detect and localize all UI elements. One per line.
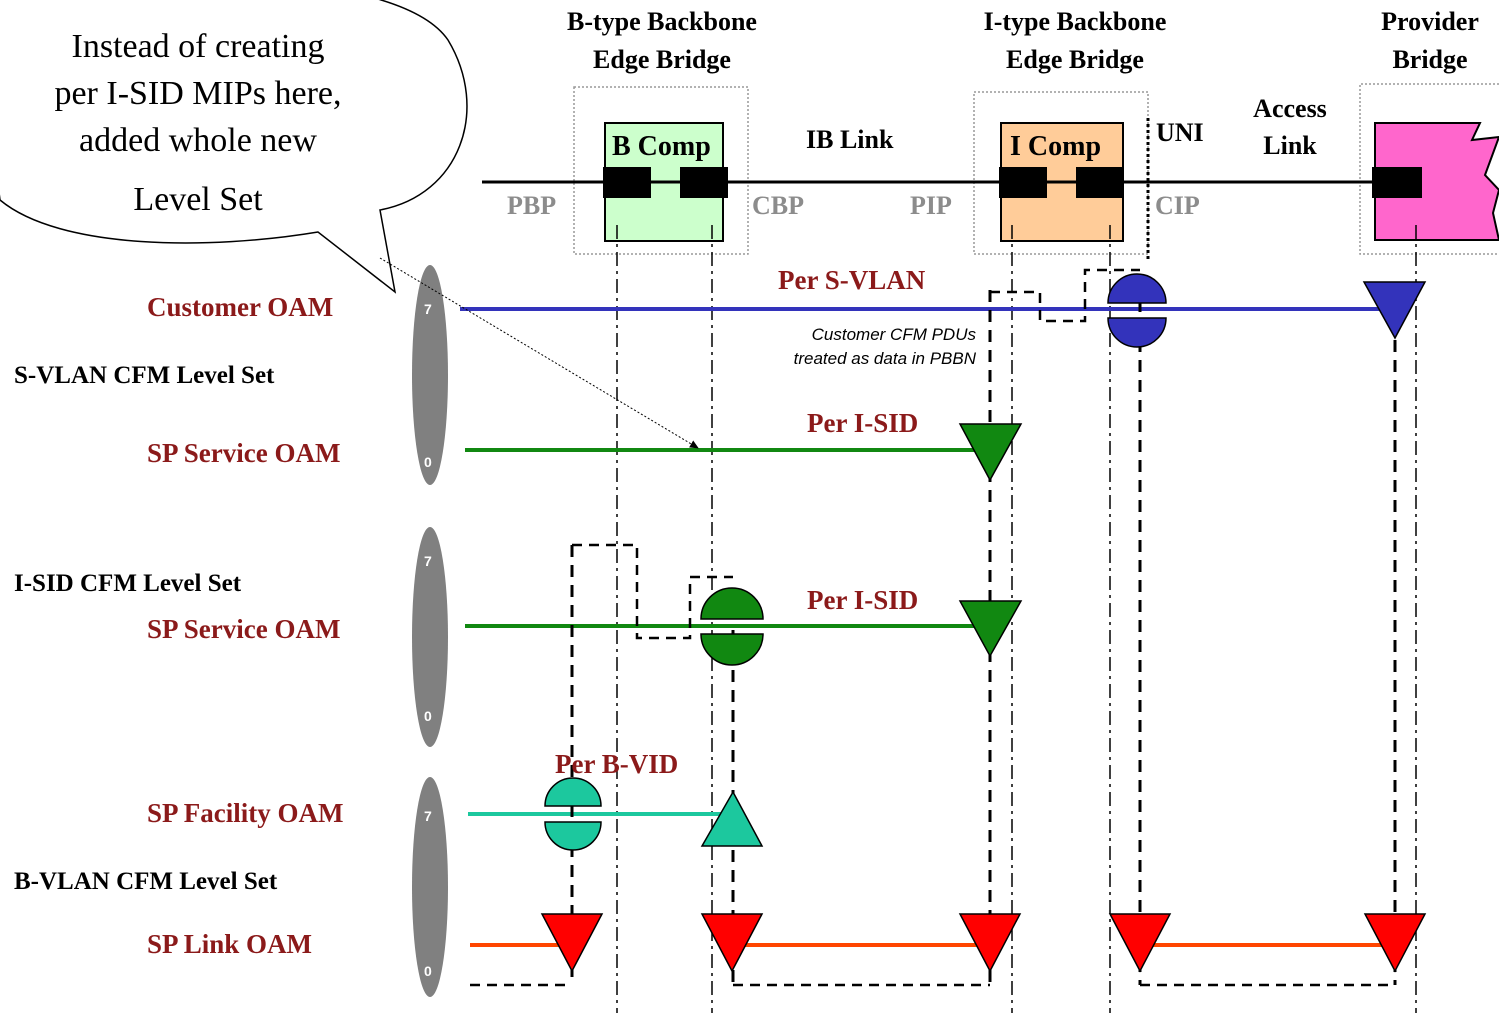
b-type-heading-1: B-type Backbone xyxy=(567,7,757,36)
service2-mep-icon xyxy=(958,600,1023,658)
callout-bubble xyxy=(0,0,468,294)
link-mep-2-icon xyxy=(700,913,764,973)
customer-mip-icon xyxy=(1107,273,1167,348)
service1-mep-icon xyxy=(958,423,1023,482)
sp-link-oam-label: SP Link OAM xyxy=(147,929,312,959)
s-vlan-set-label: S-VLAN CFM Level Set xyxy=(14,362,275,389)
note-line-2: treated as data in PBBN xyxy=(794,349,977,368)
facility-mep-up-icon xyxy=(700,790,764,847)
callout-line-2: per I-SID MIPs here, xyxy=(54,75,341,112)
note-line-1: Customer CFM PDUs xyxy=(812,325,977,344)
provider-bridge-shape xyxy=(1374,122,1499,241)
sp-facility-oam-label: SP Facility OAM xyxy=(147,798,343,828)
ellipse2-bottom-label: 0 xyxy=(424,708,432,724)
access-link-label-2: Link xyxy=(1263,131,1317,160)
per-b-vid-label: Per B-VID xyxy=(555,749,678,779)
access-link-label-1: Access xyxy=(1253,94,1327,123)
per-i-sid-1-label: Per I-SID xyxy=(807,408,918,438)
customer-mep-provider-icon xyxy=(1362,281,1427,340)
port-cip-label: CIP xyxy=(1155,191,1200,220)
b-type-heading-2: Edge Bridge xyxy=(593,45,731,74)
i-comp-label: I Comp xyxy=(1010,131,1101,162)
sp-service-oam-2-label: SP Service OAM xyxy=(147,614,340,644)
customer-oam-label: Customer OAM xyxy=(147,292,333,322)
s-vlan-level-ellipse xyxy=(412,265,448,485)
port-cbp-label: CBP xyxy=(752,191,804,220)
port-cbp-block xyxy=(680,167,728,198)
b-comp-label: B Comp xyxy=(612,131,711,162)
flow-step-isid xyxy=(572,543,733,640)
ellipse2-top-label: 7 xyxy=(424,553,432,569)
ib-link-label: IB Link xyxy=(806,125,894,154)
b-vlan-level-ellipse xyxy=(412,777,448,997)
ellipse1-top-label: 7 xyxy=(424,301,432,317)
port-pip-label: PIP xyxy=(910,191,952,220)
link-mep-3-icon xyxy=(958,913,1022,973)
provider-heading-2: Bridge xyxy=(1392,45,1467,74)
sp-service-oam-1-label: SP Service OAM xyxy=(147,438,340,468)
i-type-heading-1: I-type Backbone xyxy=(984,7,1167,36)
provider-heading-1: Provider xyxy=(1381,7,1479,36)
i-sid-level-ellipse xyxy=(412,527,448,747)
link-mep-5-icon xyxy=(1363,913,1427,973)
port-pip-block xyxy=(999,167,1047,198)
per-s-vlan-label: Per S-VLAN xyxy=(778,265,926,295)
per-i-sid-2-label: Per I-SID xyxy=(807,585,918,615)
i-type-heading-2: Edge Bridge xyxy=(1006,45,1144,74)
service2-mip-icon xyxy=(700,587,764,666)
ellipse1-bottom-label: 0 xyxy=(424,454,432,470)
port-pbp-label: PBP xyxy=(507,191,556,220)
callout-line-1: Instead of creating xyxy=(72,28,325,65)
b-vlan-set-label: B-VLAN CFM Level Set xyxy=(14,868,278,895)
callout-line-3: added whole new xyxy=(79,122,317,159)
flow-step-customer xyxy=(990,268,1140,323)
port-pbp-block xyxy=(603,167,651,198)
uni-label: UNI xyxy=(1156,118,1204,147)
b-type-bridge-box xyxy=(573,86,749,255)
ellipse3-bottom-label: 0 xyxy=(424,963,432,979)
ellipse3-top-label: 7 xyxy=(424,808,432,824)
callout-line-4: Level Set xyxy=(133,181,263,218)
i-sid-set-label: I-SID CFM Level Set xyxy=(14,570,242,597)
facility-mip-icon xyxy=(544,777,602,851)
port-provider-block xyxy=(1372,167,1422,198)
provider-bridge-box xyxy=(1359,83,1499,255)
callout-pointer-arrow xyxy=(379,257,699,449)
link-mep-1-icon xyxy=(540,913,604,973)
link-mep-4-icon xyxy=(1108,913,1172,973)
port-cip-block xyxy=(1076,167,1124,198)
